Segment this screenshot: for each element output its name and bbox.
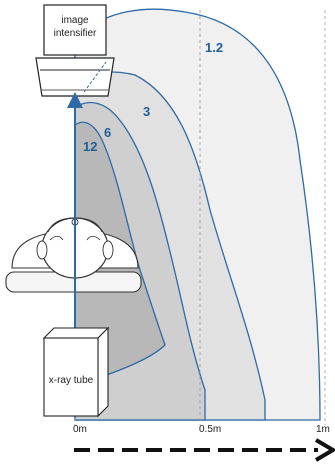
patient-figure: [5, 217, 142, 293]
axis-tick-1m: 1m: [316, 424, 330, 435]
xray-tube-label: x-ray tube: [49, 375, 94, 386]
distance-arrow-head: [314, 438, 335, 462]
contour-label-12: 12: [83, 139, 97, 154]
image-intensifier: image intensifier: [35, 4, 115, 97]
xray-tube: x-ray tube: [42, 326, 110, 418]
contour-label-6: 6: [104, 125, 111, 140]
image-intensifier-label-line1: image: [61, 15, 89, 26]
axis-tick-0-5m: 0.5m: [199, 424, 221, 435]
contour-label-1-2: 1.2: [205, 40, 223, 55]
image-intensifier-label-line2: intensifier: [54, 28, 97, 39]
contour-label-3: 3: [143, 104, 150, 119]
distance-axis: 0m 0.5m 1m: [73, 424, 335, 462]
axis-tick-0m: 0m: [73, 424, 87, 435]
